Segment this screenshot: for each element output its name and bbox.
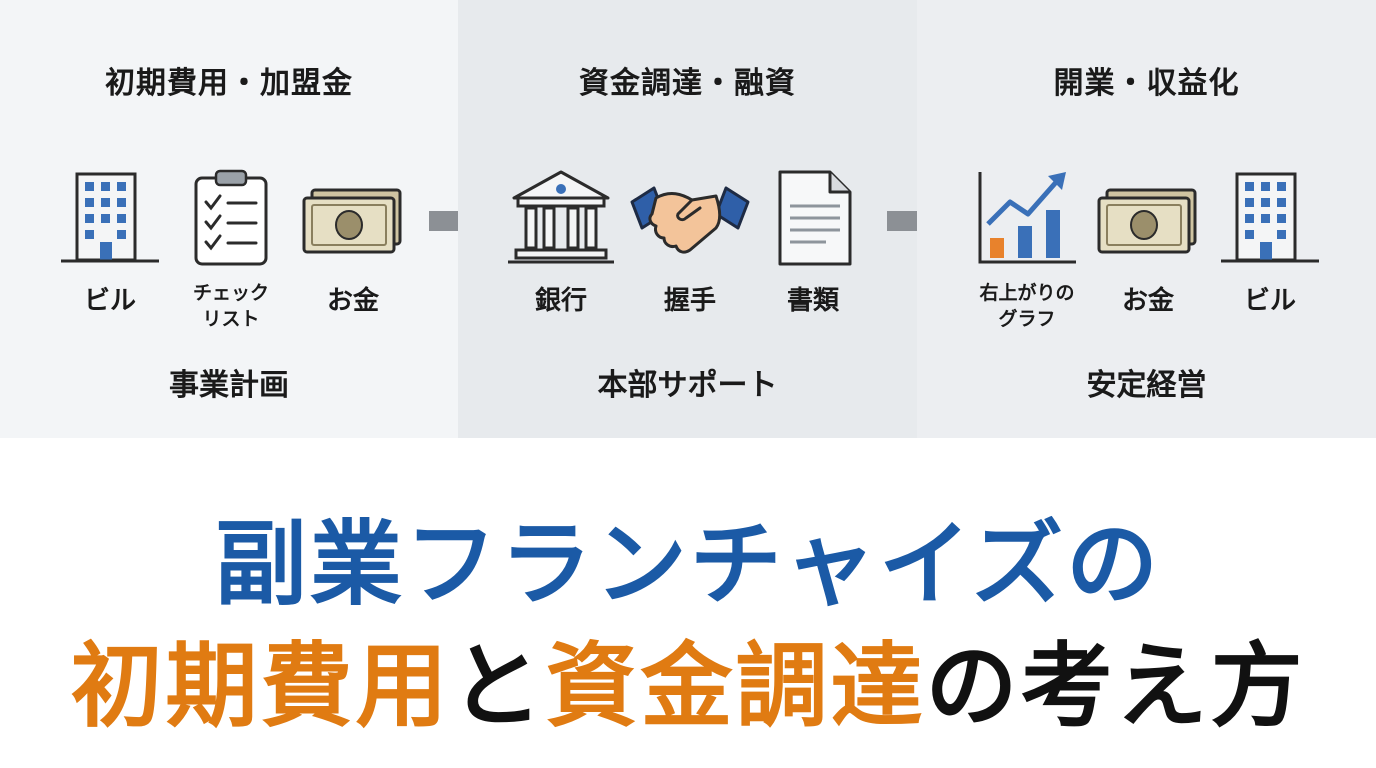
item-label: ビル (1243, 286, 1296, 316)
item-label-line2: リスト (202, 308, 260, 330)
item-label: お金 (1121, 286, 1174, 316)
panel-initial-cost: 初期費用・加盟金 ビル (0, 0, 458, 438)
bank-icon (506, 168, 616, 268)
headline-initial-cost: 初期費用 (70, 633, 451, 740)
item-label-line1: 右上がりの (979, 282, 1075, 304)
money-icon (1093, 168, 1203, 268)
panel-footer: 事業計画 (169, 368, 289, 403)
headline-approach: の考え方 (925, 633, 1306, 740)
infographic-section: 初期費用・加盟金 ビル (0, 0, 1376, 438)
headline-fundraising: 資金調達 (545, 633, 926, 740)
headline-line2: 初期費用と資金調達の考え方 (0, 612, 1376, 745)
panel-profit: 開業・収益化 右上がりの グラフ お金 (917, 0, 1376, 438)
clipboard-checklist-icon (176, 168, 286, 268)
document-icon (758, 168, 868, 268)
panel-fundraising: 資金調達・融資 銀行 握手 (458, 0, 917, 438)
panel-footer: 本部サポート (597, 368, 778, 403)
item-label-line1: チェック (192, 282, 269, 304)
panel-title: 初期費用・加盟金 (105, 66, 353, 101)
item-label: チェック リスト (170, 280, 292, 332)
item-label: 右上がりの グラフ (957, 280, 1097, 332)
item-label: お金 (326, 286, 379, 316)
item-label: ビル (83, 286, 136, 316)
handshake-icon (630, 168, 750, 268)
money-icon (298, 168, 408, 268)
growth-chart-icon (972, 168, 1082, 268)
building-icon (1215, 168, 1325, 268)
item-label: 銀行 (534, 286, 587, 316)
item-label: 握手 (663, 286, 716, 316)
panel-title: 資金調達・融資 (579, 66, 796, 101)
item-label-line2: グラフ (998, 308, 1056, 330)
building-icon (55, 168, 165, 268)
panel-title: 開業・収益化 (1053, 66, 1240, 101)
headline-line1: 副業フランチャイズの (214, 511, 1162, 618)
headline-and: と (450, 633, 546, 740)
item-label: 書類 (786, 286, 839, 316)
panel-footer: 安定経営 (1086, 368, 1207, 403)
